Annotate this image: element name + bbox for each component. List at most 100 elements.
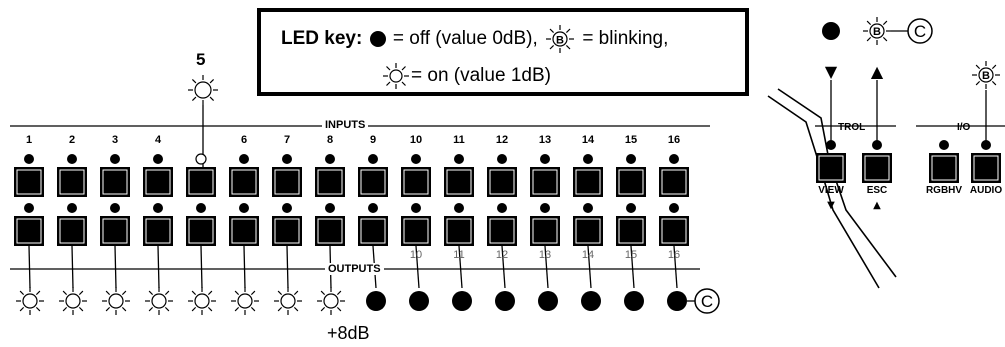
input-button[interactable] <box>487 167 517 197</box>
input-led <box>669 154 679 164</box>
audio-button[interactable] <box>971 153 1001 183</box>
output-led <box>110 203 120 213</box>
output-button[interactable] <box>358 216 388 246</box>
input-number: 16 <box>667 134 681 146</box>
level-led-on <box>102 287 130 315</box>
highlight-callout-number: 5 <box>196 50 206 69</box>
output-connector-line <box>243 245 246 289</box>
output-button[interactable] <box>401 216 431 246</box>
input-led <box>110 154 120 164</box>
output-connector-line <box>458 245 463 289</box>
blink-letter: B <box>873 26 881 38</box>
level-led-off <box>667 291 687 311</box>
output-number: 11 <box>453 249 465 261</box>
output-button[interactable] <box>14 216 44 246</box>
esc-button-label: ESC <box>867 185 888 196</box>
input-led <box>454 154 464 164</box>
esc-led <box>872 140 882 150</box>
output-number: 15 <box>624 249 638 261</box>
input-led <box>497 154 507 164</box>
callout-letter: C <box>701 292 713 311</box>
input-led <box>195 153 207 165</box>
level-led-on <box>59 287 87 315</box>
input-button[interactable] <box>57 167 87 197</box>
output-button[interactable] <box>487 216 517 246</box>
output-button[interactable] <box>272 216 302 246</box>
input-button[interactable] <box>100 167 130 197</box>
output-led <box>540 203 550 213</box>
blink-letter: B <box>982 70 990 82</box>
rgbhv-button-label: RGBHV <box>926 185 962 196</box>
level-led-on <box>231 287 259 315</box>
input-button[interactable] <box>14 167 44 197</box>
control-label: TROL <box>838 122 865 133</box>
output-button[interactable] <box>229 216 259 246</box>
input-led <box>626 154 636 164</box>
view-small-down-icon: ▼ <box>827 200 835 211</box>
level-led-off <box>366 291 386 311</box>
output-number: 13 <box>538 249 552 261</box>
inputs-label: INPUTS <box>322 119 369 131</box>
output-button[interactable] <box>186 216 216 246</box>
audio-led <box>981 140 991 150</box>
input-number: 3 <box>111 134 119 146</box>
io-label: I/O <box>957 122 971 133</box>
output-connector-line <box>673 245 678 289</box>
side-led-blinking-icon: B <box>863 17 891 45</box>
output-button[interactable] <box>100 216 130 246</box>
input-number: 9 <box>369 134 377 146</box>
input-button[interactable] <box>444 167 474 197</box>
input-led <box>540 154 550 164</box>
rgbhv-button[interactable] <box>929 153 959 183</box>
output-connector-line <box>200 245 203 289</box>
output-button[interactable] <box>315 216 345 246</box>
output-button[interactable] <box>530 216 560 246</box>
level-led-on <box>274 287 302 315</box>
level-led-on <box>16 287 44 315</box>
input-button[interactable] <box>315 167 345 197</box>
view-led <box>826 140 836 150</box>
esc-button[interactable] <box>862 153 892 183</box>
output-led <box>282 203 292 213</box>
rgbhv-led <box>939 140 949 150</box>
input-button[interactable] <box>530 167 560 197</box>
input-button[interactable] <box>229 167 259 197</box>
input-number: 1 <box>25 134 33 146</box>
led-blinking-text: = blinking, <box>582 28 669 50</box>
input-button[interactable] <box>186 167 216 197</box>
output-button[interactable] <box>573 216 603 246</box>
output-connector-line <box>630 245 635 289</box>
output-button[interactable] <box>659 216 689 246</box>
input-number: 6 <box>240 134 248 146</box>
output-button[interactable] <box>616 216 646 246</box>
output-button[interactable] <box>143 216 173 246</box>
led-off-text: = off (value 0dB), <box>392 28 538 50</box>
input-button[interactable] <box>272 167 302 197</box>
view-button-label: VIEW <box>818 185 844 196</box>
input-button[interactable] <box>401 167 431 197</box>
input-number: 8 <box>326 134 334 146</box>
input-button[interactable] <box>573 167 603 197</box>
level-led-off <box>624 291 644 311</box>
input-button[interactable] <box>659 167 689 197</box>
output-led <box>153 203 163 213</box>
output-connector-line <box>544 245 549 289</box>
input-number: 2 <box>68 134 76 146</box>
output-led <box>454 203 464 213</box>
input-button[interactable] <box>143 167 173 197</box>
input-led <box>239 154 249 164</box>
output-number: 16 <box>667 249 681 261</box>
led-off-icon <box>369 31 386 47</box>
output-button[interactable] <box>444 216 474 246</box>
main-panel: C <box>14 75 720 315</box>
level-led-off <box>452 291 472 311</box>
input-number: 14 <box>581 134 595 146</box>
output-connector-line <box>587 245 592 289</box>
view-button[interactable] <box>816 153 846 183</box>
input-number: 12 <box>495 134 509 146</box>
input-button[interactable] <box>358 167 388 197</box>
output-button[interactable] <box>57 216 87 246</box>
input-button[interactable] <box>616 167 646 197</box>
input-led <box>282 154 292 164</box>
down-arrow-icon: ▼ <box>825 62 838 81</box>
